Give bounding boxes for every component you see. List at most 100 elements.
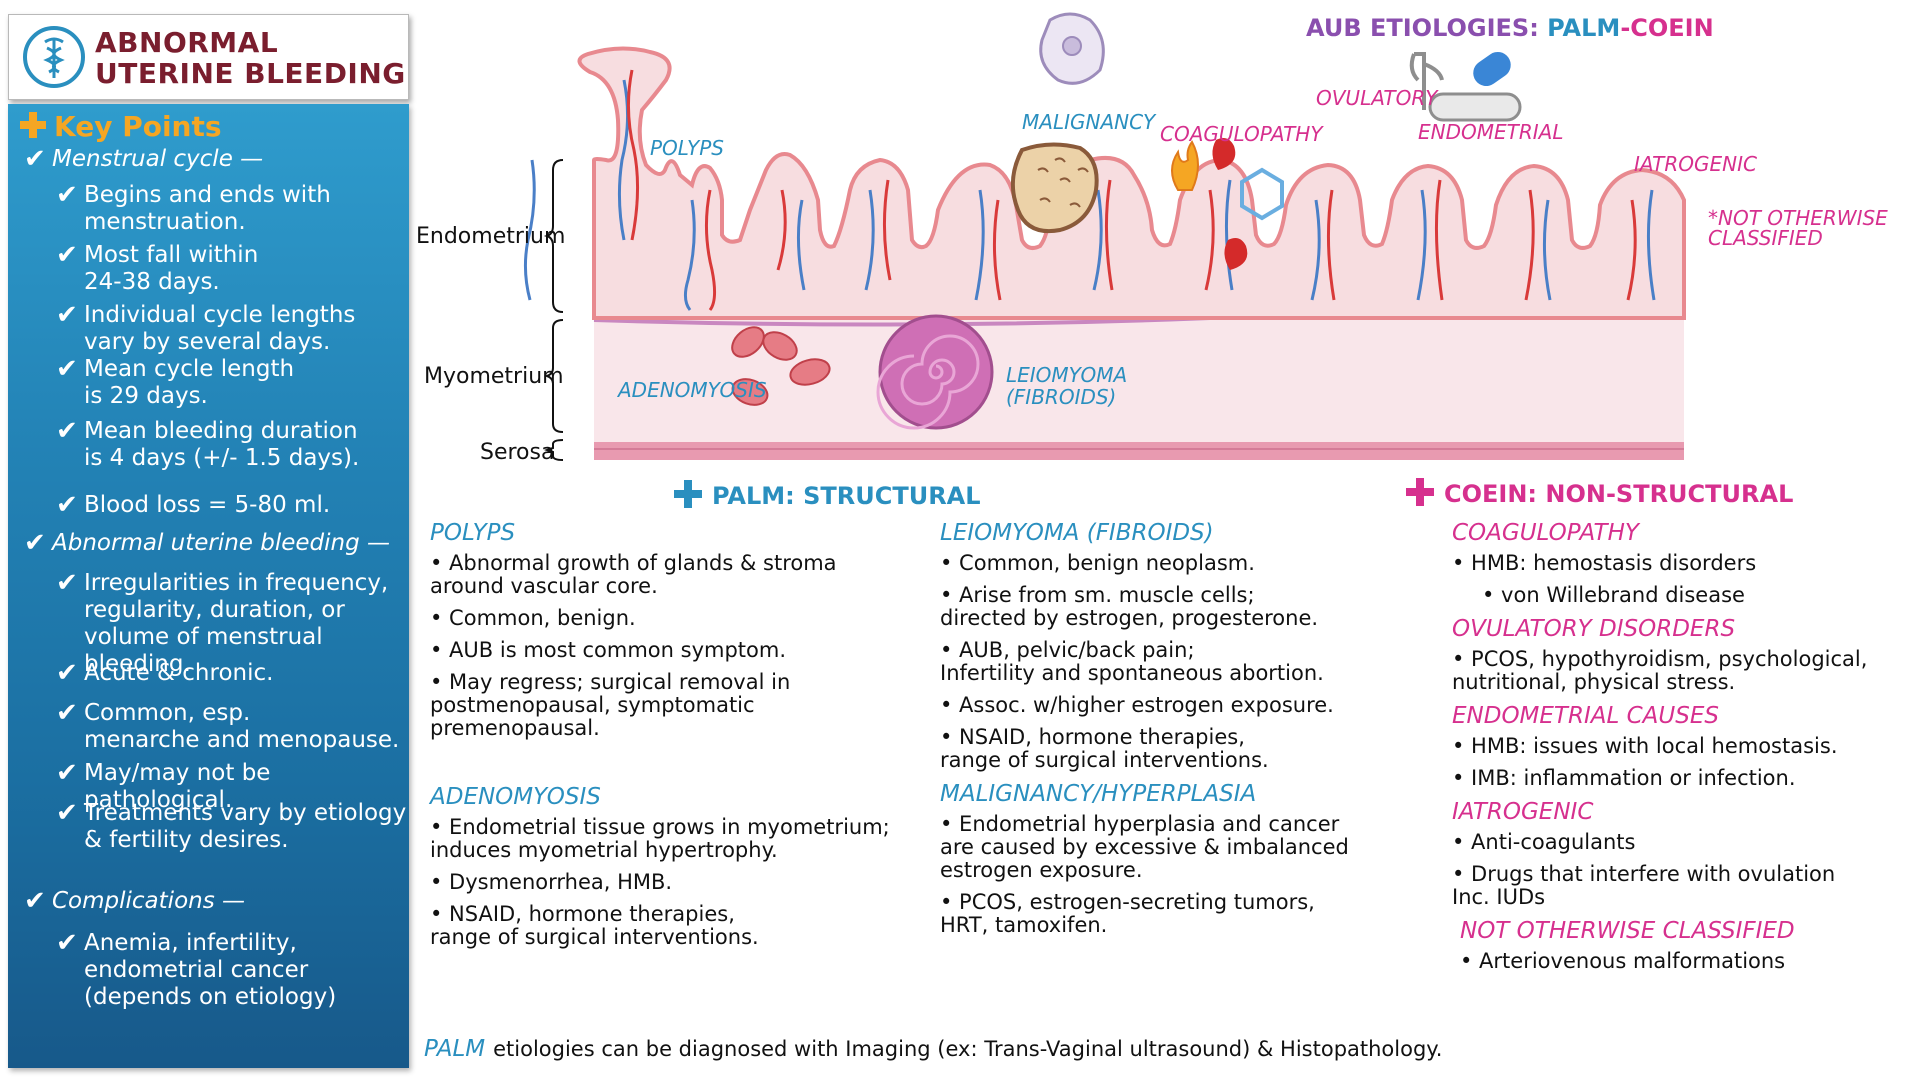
bullet-line: • NSAID, hormone therapies, bbox=[940, 725, 1245, 749]
bullet-item: • Drugs that interfere with ovulation In… bbox=[1452, 863, 1912, 909]
checkmark-icon: ✔ bbox=[56, 758, 78, 788]
key-point-item: ✔Acute & chronic. bbox=[56, 660, 274, 687]
key-point-line: endometrial cancer bbox=[84, 957, 309, 983]
key-point-item: ✔Anemia, infertility,endometrial cancer(… bbox=[56, 930, 337, 1011]
leiomyoma-label: LEIOMYOMA (FIBROIDS) bbox=[1006, 364, 1127, 408]
key-point-line: (depends on etiology) bbox=[84, 984, 337, 1010]
etiology-title: MALIGNANCY/HYPERPLASIA bbox=[940, 781, 1257, 807]
bullet-item: • PCOS, estrogen-secreting tumors, HRT, … bbox=[940, 891, 1400, 937]
footnote-text: etiologies can be diagnosed with Imaging… bbox=[493, 1037, 1443, 1061]
bullet-item: • Anti-coagulants bbox=[1452, 831, 1912, 854]
bullet-line: Inc. IUDs bbox=[1452, 885, 1546, 909]
bullet-line: • PCOS, estrogen-secreting tumors, bbox=[940, 890, 1315, 914]
key-point-line: Blood loss = 5-80 ml. bbox=[84, 492, 331, 518]
bullet-line: • Common, benign. bbox=[430, 606, 636, 630]
aub-heading-coein: -COEIN bbox=[1620, 14, 1714, 42]
key-point-line: Complications — bbox=[52, 888, 246, 914]
bullet-item: • AUB, pelvic/back pain; Infertility and… bbox=[940, 639, 1400, 685]
bullet-line: • von Willebrand disease bbox=[1482, 583, 1745, 607]
title-card: ABNORMAL UTERINE BLEEDING bbox=[8, 14, 409, 100]
bullet-line: • Arteriovenous malformations bbox=[1460, 949, 1786, 973]
bullet-line: are caused by excessive & imbalanced bbox=[940, 835, 1349, 859]
bullet-line: postmenopausal, symptomatic bbox=[430, 693, 755, 717]
key-points-heading-text: Key Points bbox=[54, 110, 222, 143]
key-point-line: vary by several days. bbox=[84, 329, 331, 355]
key-point-line: & fertility desires. bbox=[84, 827, 289, 853]
key-point-line: Menstrual cycle — bbox=[52, 146, 264, 172]
etiology-title: IATROGENIC bbox=[1452, 799, 1594, 825]
checkmark-icon: ✔ bbox=[56, 180, 78, 210]
key-point-line: Common, esp. bbox=[84, 700, 251, 726]
inflammation-flame bbox=[1171, 140, 1199, 191]
palm-heading-text: PALM: STRUCTURAL bbox=[712, 482, 981, 510]
bullet-line: • Endometrial hyperplasia and cancer bbox=[940, 812, 1340, 836]
etiology-section: ENDOMETRIAL CAUSES• HMB: issues with loc… bbox=[1452, 703, 1912, 790]
leiomyoma-swirl bbox=[876, 314, 994, 430]
bullet-line: • AUB is most common symptom. bbox=[430, 638, 786, 662]
key-point-heading: ✔Complications — bbox=[24, 888, 246, 915]
key-point-line: is 4 days (+/- 1.5 days). bbox=[84, 445, 360, 471]
key-point-line: menstruation. bbox=[84, 209, 246, 235]
key-point-line: Abnormal uterine bleeding — bbox=[52, 530, 391, 556]
key-point-line: volume of menstrual bleeding. bbox=[84, 624, 323, 677]
bullet-line: • Assoc. w/higher estrogen exposure. bbox=[940, 693, 1334, 717]
bullet-item: • NSAID, hormone therapies, range of sur… bbox=[430, 903, 930, 949]
malignancy-label: MALIGNANCY bbox=[1022, 110, 1156, 134]
key-point-line: Irregularities in frequency, bbox=[84, 570, 389, 596]
checkmark-icon: ✔ bbox=[56, 490, 78, 520]
etiology-title: OVULATORY DISORDERS bbox=[1452, 616, 1736, 642]
aub-heading-palm: PALM bbox=[1547, 14, 1621, 42]
key-point-line: Mean bleeding duration bbox=[84, 418, 358, 444]
key-point-line: Anemia, infertility, bbox=[84, 930, 297, 956]
key-points-panel: Key Points ✔ Menstrual cycle — ✔Begins and… bbox=[8, 104, 409, 1068]
bullet-line: • AUB, pelvic/back pain; bbox=[940, 638, 1195, 662]
caduceus-icon bbox=[23, 26, 85, 88]
bullet-line: • Dysmenorrhea, HMB. bbox=[430, 870, 673, 894]
bullet-item: • AUB is most common symptom. bbox=[430, 639, 930, 662]
key-point-line: Acute & chronic. bbox=[84, 660, 274, 686]
blood-vessels bbox=[523, 69, 1656, 311]
key-point-item: ✔Common, esp.menarche and menopause. bbox=[56, 700, 399, 754]
bullet-item: • IMB: inflammation or infection. bbox=[1452, 767, 1912, 790]
layer-brackets bbox=[543, 159, 564, 461]
etiology-title: COAGULOPATHY bbox=[1452, 520, 1639, 546]
bullet-line: • May regress; surgical removal in bbox=[430, 670, 791, 694]
bullet-item: • Assoc. w/higher estrogen exposure. bbox=[940, 694, 1400, 717]
etiology-section: IATROGENIC • Anti-coagulants • Drugs that … bbox=[1452, 799, 1912, 909]
not-otherwise-label: *NOT OTHERWISE CLASSIFIED bbox=[1708, 208, 1888, 248]
key-points-heading: Key Points bbox=[20, 110, 222, 143]
plus-icon bbox=[674, 480, 702, 508]
plus-icon bbox=[20, 112, 46, 138]
bullet-line: • IMB: inflammation or infection. bbox=[1452, 766, 1796, 790]
endometrial-label: ENDOMETRIAL bbox=[1418, 120, 1564, 144]
bullet-line: nutritional, physical stress. bbox=[1452, 670, 1736, 694]
bullet-item: • PCOS, hypothyroidism, psychological, n… bbox=[1452, 648, 1912, 694]
footnote-palm-word: PALM bbox=[424, 1036, 486, 1062]
iatrogenic-label: IATROGENIC bbox=[1634, 152, 1757, 176]
palm-column-2: LEIOMYOMA (FIBROIDS)• Common, benign neo… bbox=[940, 520, 1400, 946]
key-point-heading: ✔Abnormal uterine bleeding — bbox=[24, 530, 391, 557]
bullet-item: • Abnormal growth of glands & stroma aro… bbox=[430, 552, 930, 598]
palm-diagnosis-note: PALM etiologies can be diagnosed with Ima… bbox=[424, 1036, 1442, 1062]
coagulopathy-label: COAGULOPATHY bbox=[1160, 122, 1323, 146]
iud-illustration bbox=[1409, 52, 1444, 110]
bullet-line: • HMB: hemostasis disorders bbox=[1452, 551, 1757, 575]
coein-column: COAGULOPATHY • HMB: hemostasis disorders •… bbox=[1452, 520, 1912, 982]
bullet-item: • Dysmenorrhea, HMB. bbox=[430, 871, 930, 894]
page-title: ABNORMAL UTERINE BLEEDING bbox=[95, 27, 406, 89]
etiology-section: MALIGNANCY/HYPERPLASIA • Endometrial hype… bbox=[940, 781, 1400, 937]
bullet-item: • NSAID, hormone therapies, range of sur… bbox=[940, 726, 1400, 772]
etiology-section: LEIOMYOMA (FIBROIDS)• Common, benign neo… bbox=[940, 520, 1400, 772]
polyps-label: POLYPS bbox=[650, 136, 725, 160]
bullet-line: • Abnormal growth of glands & stroma bbox=[430, 551, 837, 575]
key-point-line: is 29 days. bbox=[84, 383, 208, 409]
bullet-item: • Endometrial tissue grows in myometrium… bbox=[430, 816, 930, 862]
bullet-line: estrogen exposure. bbox=[940, 858, 1143, 882]
bullet-line: • Arise from sm. muscle cells; bbox=[940, 583, 1255, 607]
etiology-section: ADENOMYOSIS• Endometrial tissue grows in… bbox=[430, 784, 930, 949]
bullet-item: • Common, benign. bbox=[430, 607, 930, 630]
bullet-item: • HMB: hemostasis disorders bbox=[1452, 552, 1912, 575]
